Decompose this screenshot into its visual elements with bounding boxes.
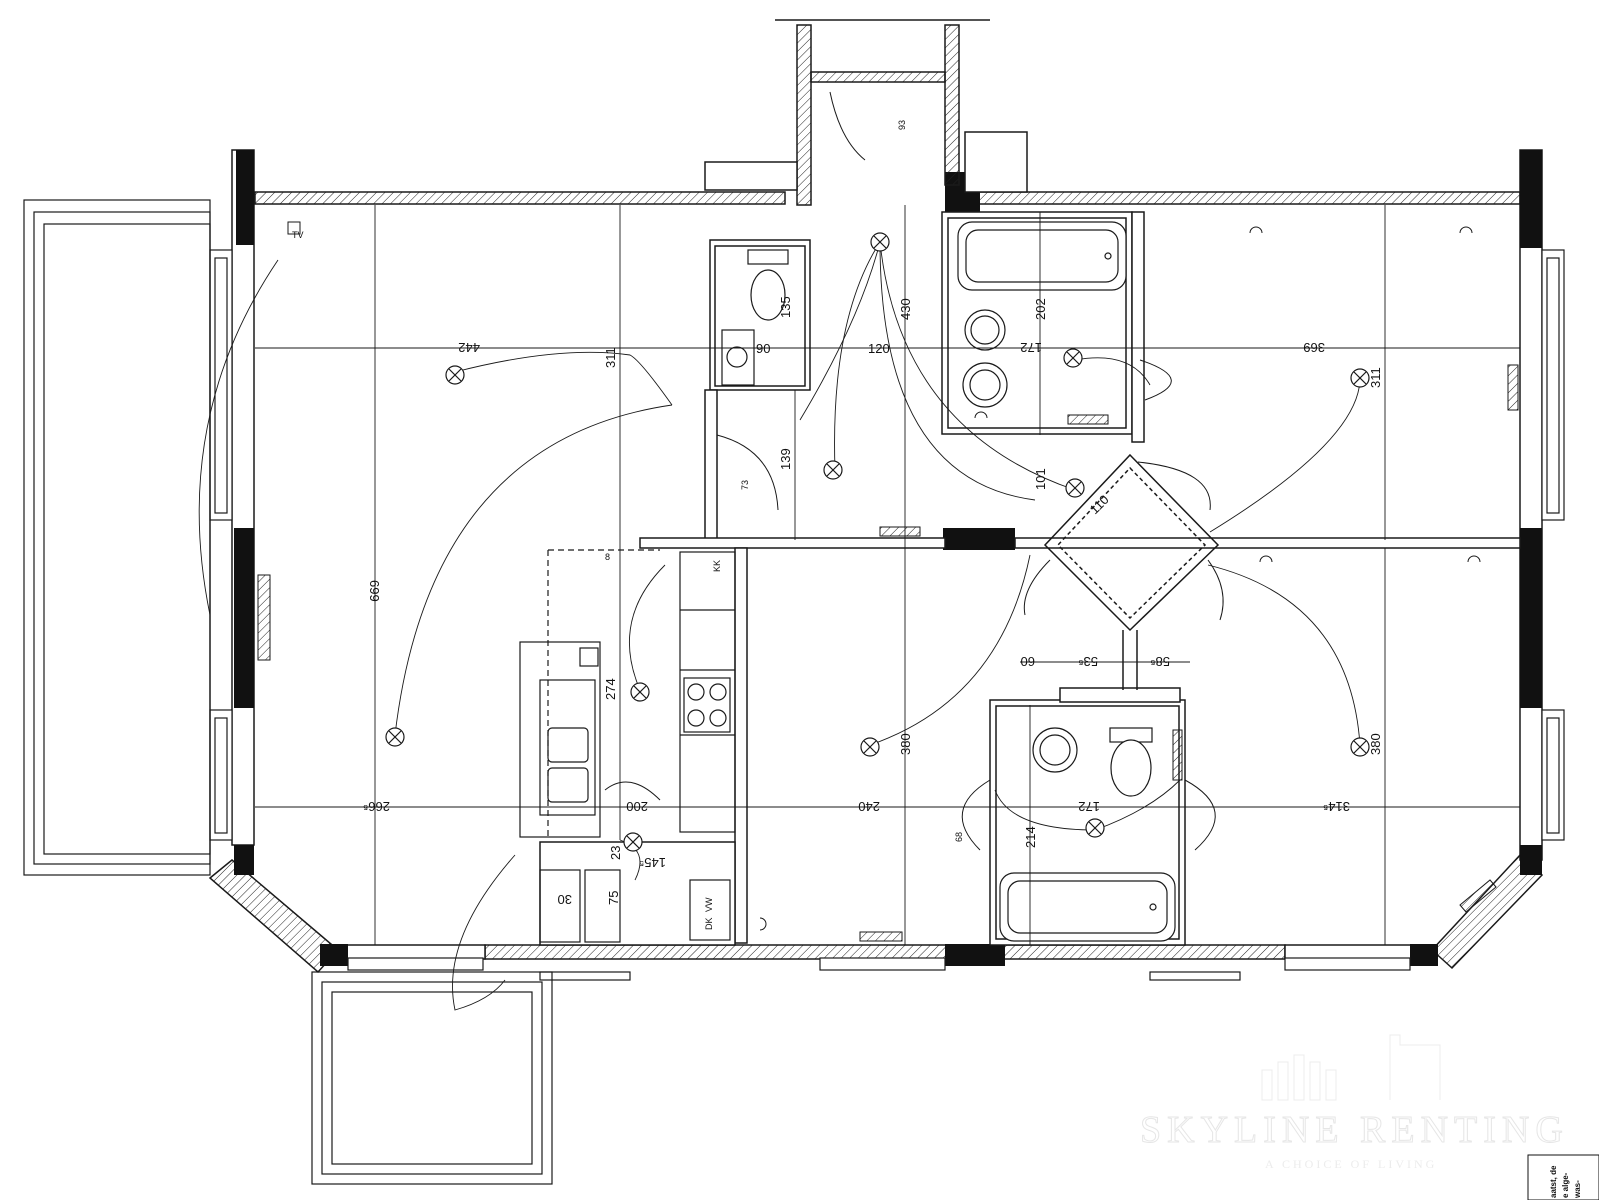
ceiling-light-icon — [860, 737, 880, 757]
wall-sockets — [287, 221, 1481, 931]
door-swings — [604, 91, 1224, 851]
dim-240: 240 — [858, 799, 880, 814]
dim-172: 172 — [1020, 340, 1042, 355]
dim-442: 442 — [458, 340, 480, 355]
dim-8: 8 — [605, 552, 610, 562]
dim-369: 369 — [1303, 340, 1325, 355]
dim-110: 110 — [1087, 492, 1112, 517]
stamp-line-2: e alge- — [1561, 1172, 1570, 1198]
dk-label: DK — [704, 917, 714, 930]
ceiling-light-icon — [1063, 348, 1083, 368]
ceiling-light-icon — [870, 232, 890, 252]
dim-311-right: 311 — [1368, 367, 1383, 388]
structural-columns — [234, 150, 1542, 966]
kitchen-units — [519, 549, 736, 943]
dim-311-left: 311 — [603, 347, 618, 368]
bathtub-top — [957, 221, 1127, 291]
electrical-wiring — [198, 241, 1361, 1011]
ceiling-light-icon — [385, 727, 405, 747]
outer-walls — [208, 149, 1544, 974]
dim-172-bottom: 172 — [1078, 799, 1100, 814]
dim-202: 202 — [1033, 298, 1048, 320]
dim-380-center: 380 — [898, 733, 913, 755]
dim-314-5: 314⁵ — [1323, 799, 1350, 814]
document-stamp: aatst, de e alge- was- — [1527, 1154, 1599, 1200]
dim-214: 214 — [1023, 826, 1038, 848]
dim-93: 93 — [897, 120, 907, 130]
windows — [209, 249, 1565, 981]
bathtub-bottom — [999, 872, 1176, 942]
tv-outlet-icon — [287, 221, 301, 235]
dim-101: 101 — [1033, 468, 1048, 490]
ceiling-light-icon — [1085, 818, 1105, 838]
watermark-subtitle: A CHOICE OF LIVING — [1265, 1157, 1437, 1171]
dim-135: 135 — [778, 296, 793, 318]
dim-200: 200 — [626, 799, 648, 814]
watermark-title: SKYLINE RENTING — [1140, 1109, 1569, 1151]
stamp-line-3: was- — [1573, 1180, 1582, 1199]
light-fixtures — [385, 232, 1370, 852]
hallway-diamond — [1043, 453, 1220, 690]
dim-699: 699 — [367, 580, 382, 602]
ceiling-light-icon — [823, 460, 843, 480]
tv-label: TV — [292, 230, 304, 240]
dimension-lines — [255, 205, 1520, 945]
dim-75: 75 — [606, 891, 621, 905]
balcony-left — [23, 199, 211, 876]
dim-73: 73 — [740, 480, 750, 490]
stamp-line-1: aatst, de — [1549, 1165, 1558, 1198]
dim-380-right: 380 — [1368, 733, 1383, 755]
dim-58-5: 58⁵ — [1150, 654, 1170, 669]
dimension-labels: 442 90 120 172 369 699 311 274 139 135 4… — [363, 120, 1383, 907]
radiators — [257, 364, 1519, 942]
ceiling-light-icon — [1065, 478, 1085, 498]
sinks — [721, 309, 1078, 773]
balcony-bottom — [311, 971, 553, 1185]
dim-23: 23 — [608, 846, 623, 860]
toilets — [747, 249, 1153, 797]
dim-53-5: 53⁵ — [1078, 654, 1098, 669]
dim-430: 430 — [898, 298, 913, 320]
dim-68: 68 — [954, 832, 964, 842]
dim-120: 120 — [868, 341, 890, 356]
vw-label: VW — [704, 897, 714, 912]
dim-139: 139 — [778, 448, 793, 470]
ceiling-light-icon — [623, 832, 643, 852]
dim-266-5: 266⁵ — [363, 799, 390, 814]
dim-90: 90 — [756, 341, 770, 356]
watermark-logo: SKYLINE RENTING A CHOICE OF LIVING — [1140, 1034, 1569, 1171]
entrance-corridor — [704, 19, 1028, 206]
skyline-building-icon — [1261, 1034, 1441, 1101]
dim-145-5: 145⁵ — [639, 855, 666, 870]
ceiling-light-icon — [1350, 737, 1370, 757]
ceiling-light-icon — [1350, 368, 1370, 388]
dim-60: 60 — [1021, 654, 1035, 669]
dim-274: 274 — [603, 678, 618, 700]
fixture-labels: TV VW DK KK — [292, 230, 722, 930]
ceiling-light-icon — [630, 682, 650, 702]
kk-label: KK — [712, 560, 722, 572]
dim-30: 30 — [558, 892, 572, 907]
ceiling-light-icon — [445, 365, 465, 385]
